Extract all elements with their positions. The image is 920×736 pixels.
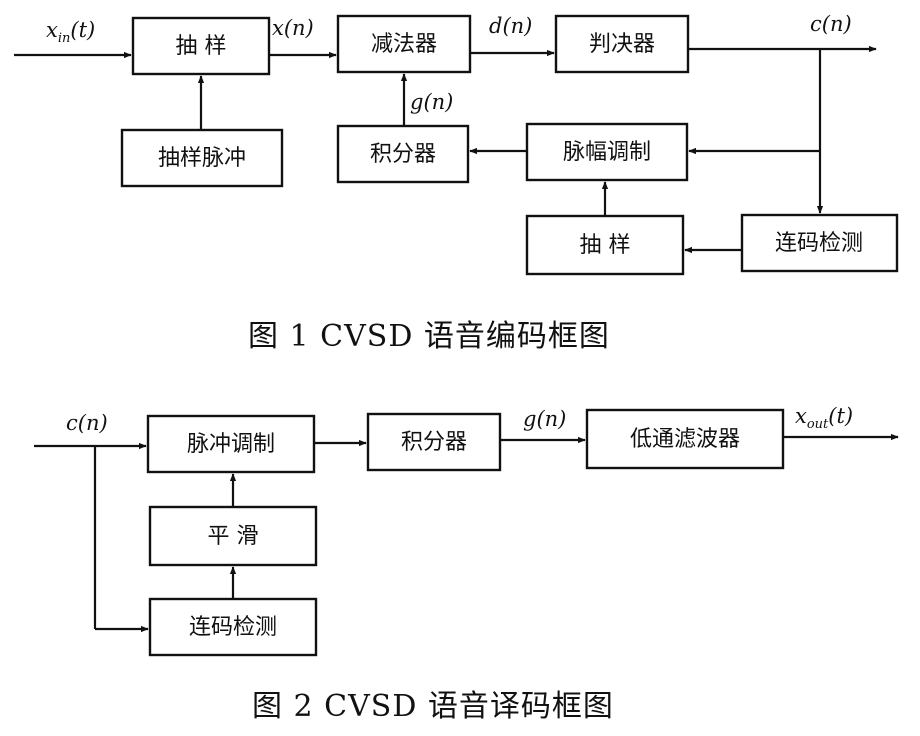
block-sample: 抽 样 [131, 16, 271, 76]
signal-xin: xin(t) [46, 18, 95, 46]
block-pam: 脉幅调制 [525, 122, 689, 182]
block-run-detect: 连码检测 [740, 213, 899, 273]
signal-xn: x(n) [272, 16, 314, 40]
signal-cn-2: c(n) [66, 411, 108, 435]
block-integrator: 积分器 [336, 124, 470, 184]
figure1-caption: 图 1 CVSD 语音编码框图 [248, 319, 610, 354]
signal-gn-2: g(n) [523, 407, 566, 431]
figure2-caption: 图 2 CVSD 语音译码框图 [252, 689, 614, 724]
block-decider-label: 判决器 [589, 32, 655, 57]
block-pulse-mod-label: 脉冲调制 [187, 432, 275, 457]
block-decider: 判决器 [554, 14, 690, 74]
block-smooth: 平 滑 [148, 505, 318, 567]
block-sample-2: 抽 样 [525, 214, 685, 276]
block-sample-pulse-label: 抽样脉冲 [158, 146, 246, 171]
block-run-detect-2: 连码检测 [148, 597, 318, 657]
signal-dn: d(n) [489, 14, 532, 38]
block-pulse-mod: 脉冲调制 [146, 414, 316, 474]
block-smooth-label: 平 滑 [208, 524, 259, 549]
decoder-diagram: 脉冲调制 积分器 低通滤波器 平 滑 连码检测 c(n) g(n) xout( [34, 404, 899, 724]
block-lpf-label: 低通滤波器 [630, 427, 740, 452]
signal-xout: xout(t) [795, 404, 853, 432]
block-integrator-label: 积分器 [370, 142, 436, 167]
block-run-detect-label: 连码检测 [775, 231, 863, 256]
block-run-detect-2-label: 连码检测 [189, 615, 277, 640]
block-integrator-2: 积分器 [366, 412, 502, 472]
signal-gn: g(n) [410, 90, 453, 114]
block-lpf: 低通滤波器 [585, 408, 785, 470]
block-subtractor: 减法器 [336, 14, 472, 74]
block-integrator-2-label: 积分器 [401, 430, 467, 455]
block-sample-label: 抽 样 [176, 34, 227, 59]
block-sample-pulse: 抽样脉冲 [120, 128, 284, 188]
signal-cn: c(n) [810, 12, 852, 36]
block-pam-label: 脉幅调制 [563, 140, 651, 165]
block-subtractor-label: 减法器 [371, 32, 437, 57]
encoder-diagram: 抽 样 减法器 判决器 抽样脉冲 积分器 脉幅调制 抽 样 连码检测 [14, 12, 899, 354]
block-sample-2-label: 抽 样 [580, 233, 631, 258]
